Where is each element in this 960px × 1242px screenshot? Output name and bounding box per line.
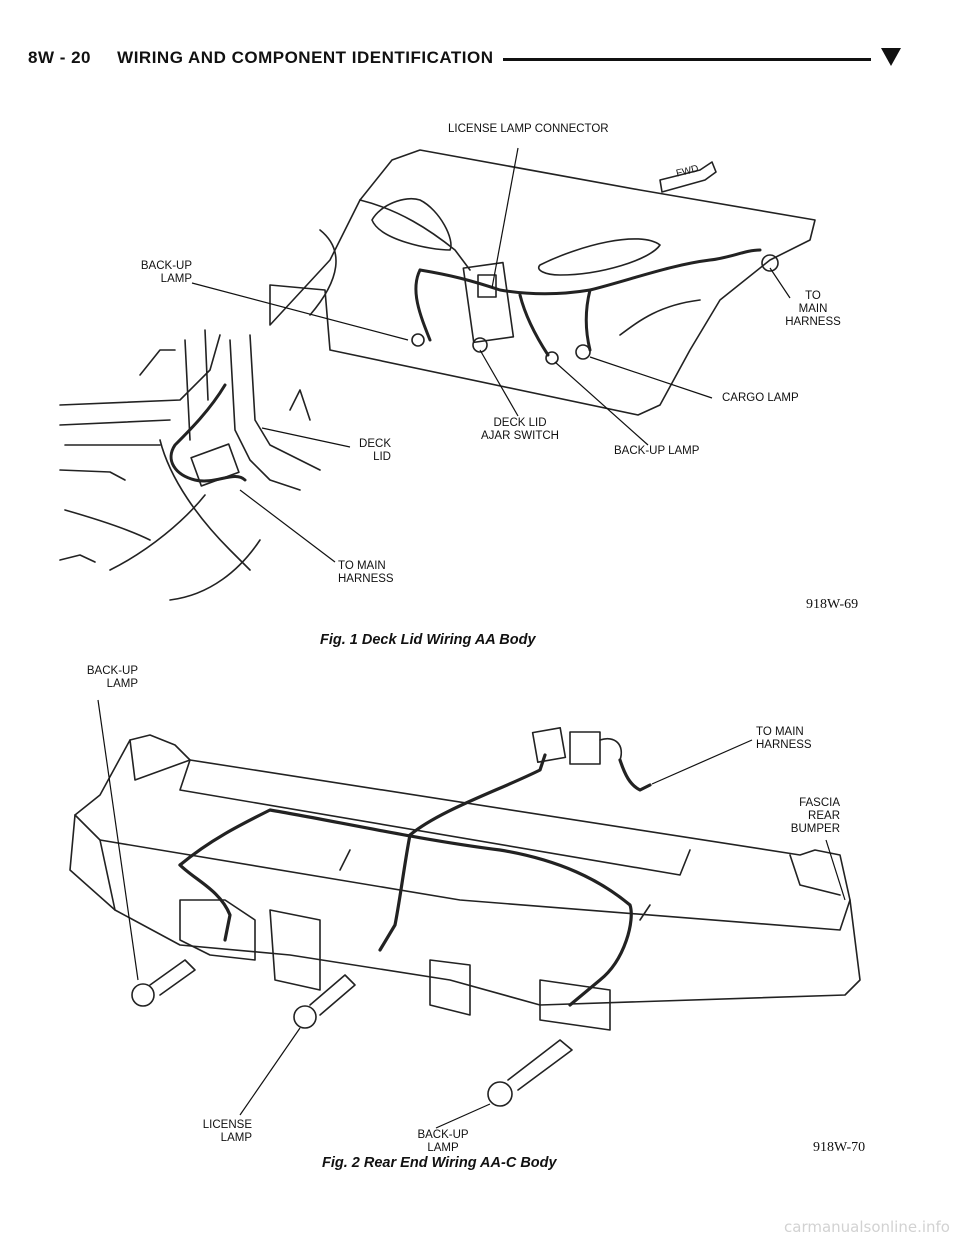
figure-1-caption: Fig. 1 Deck Lid Wiring AA Body — [320, 632, 536, 648]
header-section-title: WIRING AND COMPONENT IDENTIFICATION — [117, 48, 494, 67]
figure-2: BACK-UP LAMP TO MAIN HARNESS FASCIA REAR… — [0, 660, 960, 1180]
label-to-main-harness: TO MAIN HARNESS — [756, 726, 812, 751]
deck-lid-panel — [269, 149, 816, 416]
fwd-arrow-icon — [659, 161, 717, 193]
label-fascia-rear-bumper: FASCIA REAR BUMPER — [790, 797, 840, 835]
label-license-lamp: LICENSE LAMP — [202, 1119, 252, 1144]
label-to-main-harness-top: TO MAIN HARNESS — [785, 290, 841, 328]
bumper-harness — [178, 808, 633, 1007]
header-section-number: 8W - 20 — [28, 48, 92, 67]
label-deck-lid: DECK LID — [359, 438, 391, 463]
label-backup-lamp-top: BACK-UP LAMP — [86, 665, 138, 690]
label-backup-lamp-bottom: BACK-UP LAMP — [417, 1129, 469, 1154]
deck-lid-harness — [418, 248, 762, 296]
figure-2-caption: Fig. 2 Rear End Wiring AA-C Body — [322, 1155, 557, 1171]
figure-1-code: 918W-69 — [806, 597, 859, 612]
figure-1-illustration — [59, 147, 816, 601]
label-license-lamp-connector: LICENSE LAMP CONNECTOR — [448, 123, 609, 135]
figure-2-illustration — [69, 699, 861, 1129]
header-title: 8W - 20 WIRING AND COMPONENT IDENTIFICAT… — [28, 48, 494, 68]
label-backup-lamp-left: BACK-UP LAMP — [140, 260, 192, 285]
figure-1: LICENSE LAMP CONNECTOR FWD BACK-UP LAMP … — [0, 100, 960, 660]
label-deck-lid-ajar-switch: DECK LID AJAR SWITCH — [481, 417, 559, 442]
watermark: carmanualsonline.info — [784, 1218, 950, 1236]
label-backup-lamp-bottom: BACK-UP LAMP — [614, 445, 700, 457]
page-header: 8W - 20 WIRING AND COMPONENT IDENTIFICAT… — [28, 44, 901, 74]
label-to-main-harness-bottom: TO MAIN HARNESS — [338, 560, 394, 585]
header-rule — [503, 58, 871, 61]
header-triangle-icon — [881, 48, 901, 66]
label-cargo-lamp: CARGO LAMP — [722, 392, 799, 404]
figure-2-code: 918W-70 — [813, 1140, 866, 1155]
